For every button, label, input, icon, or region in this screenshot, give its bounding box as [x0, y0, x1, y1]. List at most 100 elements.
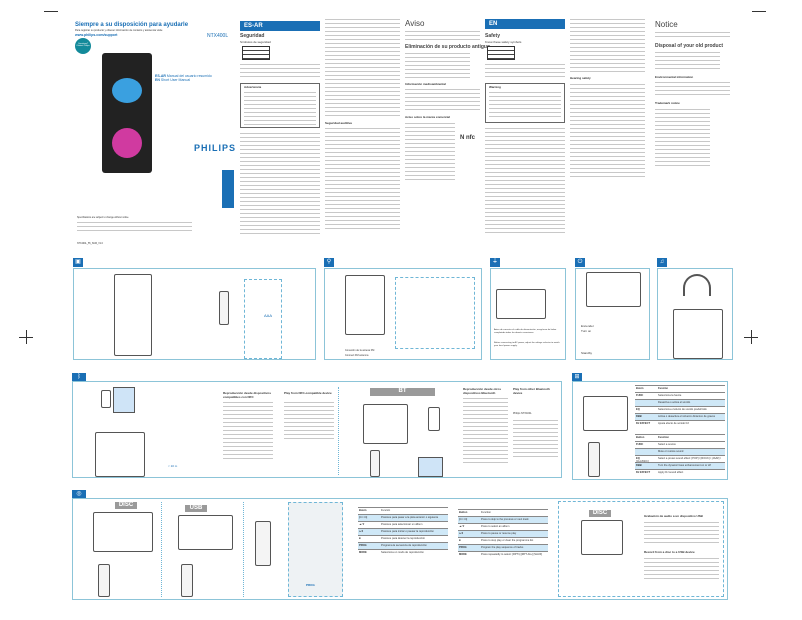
button-cell: MODE [459, 553, 467, 556]
button-cell: ▲/▼ [359, 523, 365, 526]
en-warning-title: Warning [489, 85, 501, 89]
disc-display: DISC [589, 510, 611, 517]
en-body-1 [485, 62, 565, 80]
function-cell: Press to stop play or clear the programm… [481, 539, 534, 542]
manual-langs: ES-AR Manual del usuario resumido EN Sho… [155, 74, 212, 82]
crop-mark [44, 11, 58, 12]
bt-device-name: Philips NTX400L [513, 412, 532, 415]
en-notice-title: Notice [655, 20, 678, 29]
table-row: Desactiva o activa el sonido [635, 399, 725, 406]
header-cell: Button [636, 436, 645, 439]
speaker-back-drawing [345, 275, 385, 335]
function-cell: Programa la secuencia de reproducción [381, 544, 427, 547]
en-trademark-text [655, 107, 710, 167]
es-body-2 [240, 131, 320, 236]
header-cell: Función [658, 387, 669, 390]
es-environment-title: Información medioambiental [405, 82, 446, 86]
es-warning-title: Advertencia [244, 85, 262, 89]
support-badge: Questions? Contact Philips [75, 38, 91, 54]
button-cell: FUNC [636, 443, 644, 446]
en-trademark-title: Trademark notice [655, 101, 680, 105]
button-cell: MODE [359, 551, 367, 554]
es-lang-bar: ES-AR [240, 21, 320, 31]
es-disposal-title: Eliminación de su producto antiguo [405, 44, 491, 50]
box-contents-panel: AAA [73, 268, 316, 360]
button-cell: EQ [636, 408, 640, 411]
bt-steps-es [463, 396, 508, 466]
bt-steps-en [513, 418, 558, 458]
disc-usb-icon: ◎ [72, 490, 86, 499]
es-environment-text [405, 87, 480, 112]
button-cell: PROG [459, 546, 467, 549]
remote-drawing [370, 450, 380, 477]
en-hearing-title: Hearing safety [570, 76, 591, 80]
button-cell: |<< >>| [459, 518, 468, 521]
es-safety-title: Seguridad [240, 33, 265, 39]
tablet-drawing [418, 457, 443, 477]
remote-drawing [181, 564, 193, 597]
divider [338, 387, 339, 475]
program-steps: PROG [288, 502, 343, 597]
battery-type: AAA [264, 313, 273, 318]
antenna-steps [395, 277, 475, 349]
prog-label: PROG [306, 583, 315, 587]
power-plug-drawing [496, 289, 546, 319]
bluetooth-panel: < 10 m Reproducción desde dispositivos c… [72, 381, 562, 478]
en-body-3 [570, 17, 645, 72]
crop-mark [751, 330, 752, 344]
disc-label: DISC [118, 502, 134, 508]
speaker-usb-drawing [178, 515, 233, 550]
en-body-2 [485, 126, 565, 236]
table-row: Mute or restore sound [635, 448, 725, 455]
function-cell: Desactiva o activa el sonido [658, 401, 691, 404]
turn-on-en: Turn on [581, 329, 592, 333]
es-body-1 [240, 62, 320, 80]
recording-panel: DISC Grabación de audio a un dispositivo… [558, 501, 724, 597]
phone-drawing [101, 390, 111, 408]
table-row: |<< >>|Press to skip to the previous or … [458, 516, 548, 523]
table-header: Botón Función [635, 385, 725, 392]
table-row: DBB Activa o desactiva el refuerzo dinámi… [635, 413, 725, 420]
function-cell: Activa o desactiva el refuerzo dinámico … [658, 415, 716, 418]
legal-lines [77, 220, 192, 234]
crop-mark [752, 11, 766, 12]
es-notice-title: Aviso [405, 19, 425, 28]
button-cell: DBB [636, 415, 642, 418]
function-cell: Press repeatedly to select: [RPT1] [RPT … [481, 553, 543, 556]
nfc-range: < 10 m [168, 464, 178, 468]
button-cell: DJ EFFECT [636, 422, 651, 425]
power-note-es: Antes de conectar el cable de alimentaci… [494, 329, 557, 334]
speaker-disc-drawing [93, 512, 153, 552]
en-notice-text [655, 30, 730, 40]
es-hearing-title: Seguridad auditiva [325, 121, 352, 125]
power-panel: Antes de conectar el cable de alimentaci… [490, 268, 566, 360]
es-body-4 [325, 126, 400, 231]
cover-subtitle: Para registrar su producto y obtener inf… [75, 29, 163, 32]
es-disposal-text [405, 51, 470, 79]
fm-antenna-en: Connect FM antenna [345, 354, 369, 357]
bt-title-en: Play from other Bluetooth device [513, 387, 550, 395]
function-cell: Program the play sequence of tracks [481, 546, 524, 549]
speaker-top-drawing [583, 396, 628, 431]
crop-mark [26, 330, 27, 344]
header-cell: Botón [636, 387, 644, 390]
headphones-panel [657, 268, 733, 360]
manual-es: Manual del usuario resumido [166, 74, 212, 78]
function-cell: Press to pause or resume play [481, 532, 517, 535]
speaker-drawing [673, 309, 723, 359]
lang-es: ES-AR [155, 74, 166, 78]
en-warning-box: Warning [485, 83, 565, 123]
support-url[interactable]: www.philips.com/support [75, 33, 118, 37]
en-lang-bar: EN [485, 19, 565, 29]
en-warning-text [489, 90, 561, 120]
es-body-3 [325, 17, 400, 117]
function-cell: Presione para iniciar o pausar la reprod… [381, 530, 434, 533]
antenna-panel: Conexión de la antena FM Connect FM ante… [324, 268, 482, 360]
button-cell: DJ EFFECT [636, 471, 651, 474]
